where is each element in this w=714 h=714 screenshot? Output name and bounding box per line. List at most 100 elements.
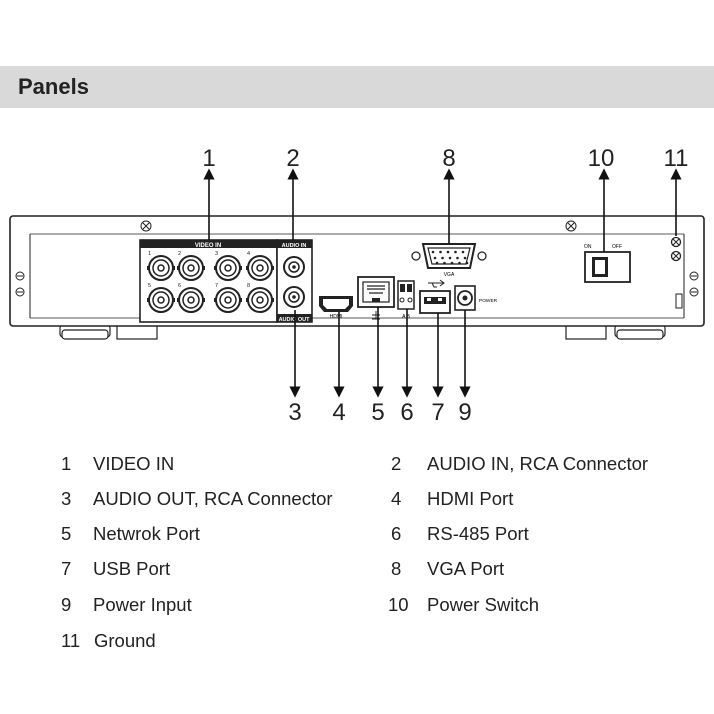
legend-number: 6	[391, 523, 402, 544]
legend-text: Ground	[94, 630, 156, 651]
callout-3: 3	[288, 399, 301, 426]
section-title: Panels	[18, 74, 89, 99]
bnc-number: 7	[215, 283, 218, 289]
legend-number: 4	[391, 488, 402, 509]
bnc-connectors: 1 2 3 4 5 6 7 8	[147, 251, 274, 313]
hdmi-label: HDMI	[330, 314, 343, 320]
ground-terminal	[670, 236, 683, 309]
legend-item: 1 VIDEO IN	[61, 453, 174, 475]
vga-pin	[456, 256, 459, 260]
audio-out-rca	[283, 286, 305, 308]
bnc-number: 6	[178, 283, 181, 289]
vga-pin	[461, 250, 465, 254]
hdmi-port: HDMI	[319, 296, 353, 320]
device-feet	[59, 324, 666, 340]
vga-pin	[465, 261, 469, 265]
callout-6: 6	[400, 399, 413, 426]
legend-number: 7	[61, 558, 72, 579]
vga-pin	[463, 256, 467, 260]
bnc-number: 5	[148, 283, 151, 289]
legend-item: 8 VGA Port	[391, 558, 504, 580]
bnc-number: 3	[215, 251, 218, 257]
legend-item: 10 Power Switch	[388, 594, 539, 616]
chassis-screws	[15, 220, 699, 297]
callout-4: 4	[332, 399, 345, 426]
callout-1: 1	[202, 145, 215, 172]
legend-number: 9	[61, 594, 72, 615]
bnc-number: 2	[178, 251, 181, 257]
network-port	[357, 276, 395, 320]
callout-numbers: 1 2 8 10 11 3 4 5 6 7 9	[202, 145, 688, 426]
legend-text: Netwrok Port	[93, 523, 200, 544]
legend-item: 3 AUDIO OUT, RCA Connector	[61, 488, 333, 510]
audio-in-rca	[283, 256, 305, 278]
legend-item: 5 Netwrok Port	[61, 523, 200, 545]
legend-number: 5	[61, 523, 72, 544]
legend-item: 7 USB Port	[61, 558, 170, 580]
callout-5: 5	[371, 399, 384, 426]
legend-number: 8	[391, 558, 402, 579]
legend-item: 11 Ground	[61, 630, 156, 652]
usb-port	[419, 279, 451, 314]
legend-item: 9 Power Input	[61, 594, 192, 616]
bnc-connector: 3	[214, 251, 242, 281]
legend-text: AUDIO OUT, RCA Connector	[93, 488, 333, 509]
video-in-label: VIDEO IN	[195, 243, 221, 249]
bnc-connector: 7	[214, 283, 242, 313]
legend-text: RS-485 Port	[427, 523, 529, 544]
vga-pin	[431, 250, 435, 254]
legend-item: 4 HDMI Port	[391, 488, 513, 510]
callout-10: 10	[588, 145, 615, 172]
callout-7: 7	[431, 399, 444, 426]
vga-pin	[441, 256, 444, 260]
legend-text: HDMI Port	[427, 488, 514, 509]
legend-text: AUDIO IN, RCA Connector	[427, 453, 649, 474]
vga-pin	[454, 250, 457, 254]
bnc-number: 1	[148, 251, 151, 257]
section-header-bar: Panels	[0, 66, 714, 108]
callout-lines	[203, 168, 682, 398]
bnc-connector: 5	[147, 283, 175, 313]
bnc-connector: 2	[177, 251, 205, 281]
callout-2: 2	[286, 145, 299, 172]
bnc-connector: 6	[177, 283, 205, 313]
power-input-jack: POWER	[454, 285, 498, 311]
bnc-number: 4	[247, 251, 250, 257]
legend-text: Power Input	[93, 594, 192, 615]
vga-port: VGA	[411, 243, 487, 278]
vga-pin	[443, 261, 446, 265]
bnc-connector: 8	[246, 283, 274, 313]
callout-9: 9	[458, 399, 471, 426]
legend-item: 6 RS-485 Port	[391, 523, 529, 545]
vga-pin	[435, 261, 439, 265]
vga-pin	[458, 261, 461, 265]
legend-item: 2 AUDIO IN, RCA Connector	[391, 453, 648, 475]
switch-on-label: ON	[584, 244, 592, 250]
legend-number: 10	[388, 594, 409, 615]
vga-pin	[433, 256, 437, 260]
audio-in-label: AUDIO IN	[282, 243, 307, 249]
switch-off-label: OFF	[612, 244, 622, 250]
legend-text: Power Switch	[427, 594, 540, 615]
legend-number: 11	[61, 630, 81, 651]
callout-11: 11	[664, 145, 689, 172]
vga-pin	[446, 250, 450, 254]
power-switch: ON OFF	[584, 244, 631, 283]
legend-text: USB Port	[93, 558, 171, 579]
vga-pin	[439, 250, 442, 254]
legend-text: VIDEO IN	[93, 453, 175, 474]
legend-text: VGA Port	[427, 558, 505, 579]
vga-label: VGA	[444, 272, 455, 278]
vga-pin	[450, 261, 454, 265]
legend-number: 3	[61, 488, 72, 509]
power-input-label: POWER	[479, 298, 498, 304]
bnc-connector: 1	[147, 251, 175, 281]
legend-number: 1	[61, 453, 72, 474]
legend-number: 2	[391, 453, 402, 474]
bnc-number: 8	[247, 283, 250, 289]
bnc-connector: 4	[246, 251, 274, 281]
callout-8: 8	[442, 145, 455, 172]
vga-pin	[448, 256, 452, 260]
